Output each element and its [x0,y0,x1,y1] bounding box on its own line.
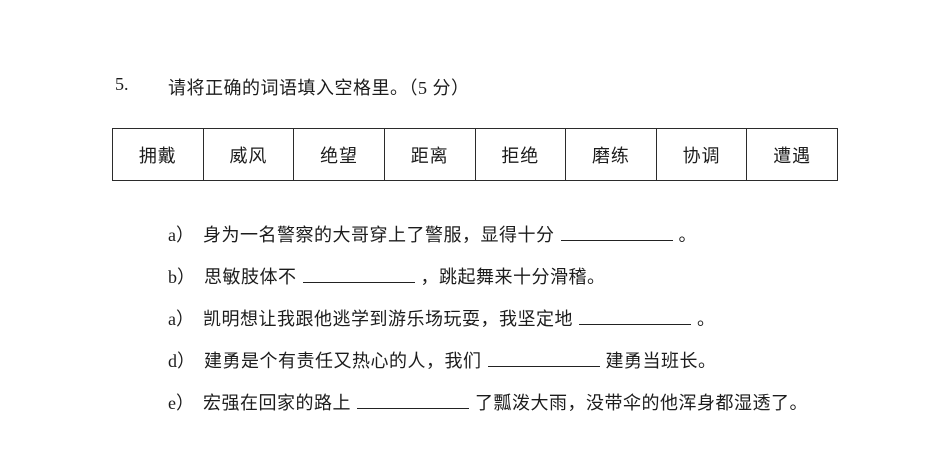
sentence-4-post-text: 建勇当班长。 [605,351,717,371]
sentence-row-2: b） 思敏肢体不 ，跳起舞来十分滑稽。 [168,256,808,298]
sentence-5-label: e） [168,393,194,413]
word-bank-cell-6: 磨练 [565,128,657,181]
sentence-3-label: a） [168,309,194,329]
sentence-3-fill-blank [579,307,691,325]
sentence-5-fill-blank [357,391,469,409]
sentence-3-post-text: 。 [697,309,716,329]
sentence-2-fill-blank [302,265,415,283]
sentence-row-5: e） 宏强在回家的路上 了瓢泼大雨，没带伞的他浑身都湿透了。 [168,382,808,424]
word-bank-table: 拥戴 威风 绝望 距离 拒绝 磨练 协调 遭遇 [112,128,838,181]
sentence-4-pre-text: 建勇是个有责任又热心的人，我们 [204,351,482,371]
word-bank-cell-4: 距离 [383,128,476,181]
sentence-row-3: a） 凯明想让我跟他逃学到游乐场玩耍，我坚定地 。 [168,298,808,340]
sentence-list: a） 身为一名警察的大哥穿上了警服，显得十分 。 b） 思敏肢体不 ，跳起舞来十… [168,214,808,424]
word-bank-cell-7: 协调 [655,128,748,181]
sentence-row-1: a） 身为一名警察的大哥穿上了警服，显得十分 。 [168,214,808,256]
sentence-row-4: d） 建勇是个有责任又热心的人，我们 建勇当班长。 [168,340,808,382]
sentence-2-label: b） [168,267,195,287]
word-bank-cell-2: 威风 [202,128,295,181]
sentence-2-post-text: ，跳起舞来十分滑稽。 [420,267,606,287]
sentence-3-pre-text: 凯明想让我跟他逃学到游乐场玩耍，我坚定地 [203,309,573,329]
word-bank-cell-5: 拒绝 [474,128,567,181]
sentence-4-label: d） [168,351,195,371]
question-number: 5. [115,74,129,94]
sentence-1-pre-text: 身为一名警察的大哥穿上了警服，显得十分 [203,225,555,245]
word-bank-cell-8: 遭遇 [746,128,838,181]
word-bank-row: 拥戴 威风 绝望 距离 拒绝 磨练 协调 遭遇 [112,128,838,181]
sentence-1-fill-blank [560,223,673,241]
sentence-1-post-text: 。 [678,225,697,245]
sentence-5-post-text: 了瓢泼大雨，没带伞的他浑身都湿透了。 [475,393,808,413]
word-bank-cell-3: 绝望 [293,128,385,181]
sentence-5-pre-text: 宏强在回家的路上 [203,393,351,413]
question-heading: 5. 请将正确的词语填入空格里。（5 分） [115,74,470,100]
sentence-1-label: a） [168,225,194,245]
question-title: 请将正确的词语填入空格里。（5 分） [168,78,470,98]
sentence-2-pre-text: 思敏肢体不 [204,267,297,287]
sentence-4-fill-blank [487,349,600,367]
word-bank-cell-1: 拥戴 [112,128,204,181]
